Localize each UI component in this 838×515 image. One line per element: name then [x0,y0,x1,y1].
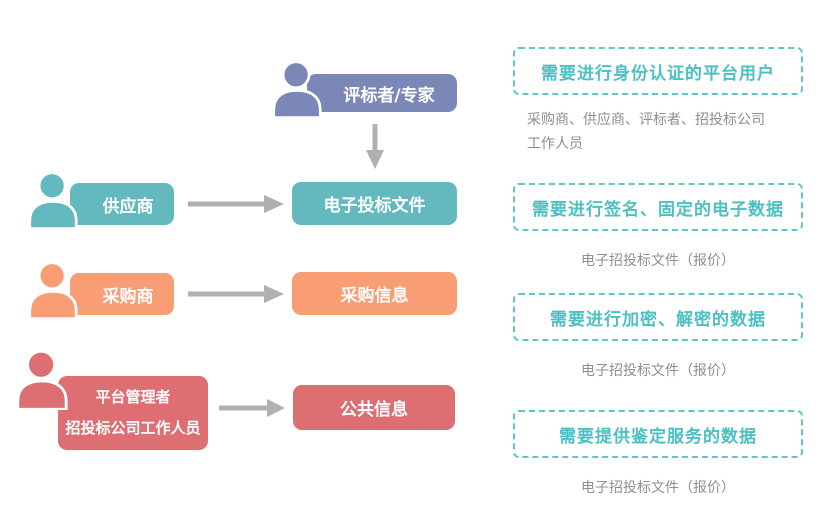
arrow-right-icon [188,194,286,214]
purchaser-label: 采购商 [70,273,174,315]
arrow-right-icon [219,398,287,418]
annotation-signature-note: 电子招投标文件（报价） [581,253,735,269]
arrow-right-icon [188,284,286,304]
platform-admin-label: 平台管理者 招投标公司工作人员 [58,376,208,450]
arrow-down-icon [365,122,385,172]
public-info-label: 公共信息 [293,385,455,430]
person-icon [28,172,78,229]
platform-admin-line2: 招投标公司工作人员 [65,419,201,437]
annotation-appraisal-note: 电子招投标文件（报价） [581,480,735,496]
person-icon [272,61,322,118]
note-line: 采购商、供应商、评标者、招投标公司 [527,112,765,128]
annotation-identity-auth-note: 采购商、供应商、评标者、招投标公司 工作人员 [527,108,817,156]
annotation-encryption: 需要进行加密、解密的数据 [513,293,803,341]
annotation-encryption-note: 电子招投标文件（报价） [581,363,735,379]
annotation-appraisal: 需要提供鉴定服务的数据 [513,410,803,458]
platform-admin-line1: 平台管理者 [95,388,171,406]
person-icon [16,350,68,410]
supplier-label: 供应商 [70,183,174,225]
note-line: 工作人员 [527,136,583,152]
procurement-info-label: 采购信息 [292,272,457,315]
annotation-identity-auth: 需要进行身份认证的平台用户 [513,47,803,95]
person-icon [28,262,78,319]
bid-document-label: 电子投标文件 [292,182,457,225]
annotation-signature: 需要进行签名、固定的电子数据 [513,183,803,231]
expert-label: 评标者/专家 [307,74,457,112]
